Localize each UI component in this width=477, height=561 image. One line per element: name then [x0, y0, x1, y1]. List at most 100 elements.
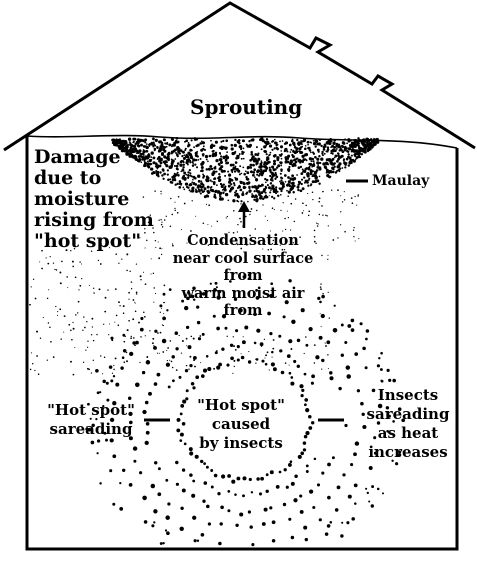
stipple-dot: [159, 304, 163, 308]
stipple-dot: [286, 157, 290, 160]
stipple-dot: [147, 165, 151, 169]
stipple-dot: [300, 394, 304, 398]
stipple-dot: [341, 150, 345, 154]
stipple-dot: [170, 163, 174, 167]
stipple-dot: [224, 158, 228, 162]
stipple-dot: [259, 164, 263, 169]
stipple-dot: [215, 286, 218, 289]
stipple-dot: [95, 417, 98, 421]
stipple-dot: [199, 142, 203, 145]
stipple-dot: [238, 153, 241, 156]
stipple-dot: [129, 146, 132, 150]
stipple-dot: [308, 157, 313, 161]
stipple-dot: [139, 275, 142, 278]
stipple-dot: [122, 349, 127, 353]
stipple-dot: [304, 168, 307, 171]
stipple-dot: [269, 174, 272, 178]
stipple-dot: [109, 469, 113, 473]
stipple-dot: [277, 164, 281, 168]
stipple-dot: [316, 166, 320, 169]
stipple-dot: [333, 145, 337, 149]
stipple-dot: [224, 155, 227, 158]
stipple-dot: [174, 183, 177, 186]
stipple-dot: [329, 376, 334, 381]
stipple-dot: [296, 157, 299, 160]
stipple-dot: [284, 147, 288, 152]
stipple-dot: [328, 141, 332, 146]
stipple-dot: [255, 358, 259, 361]
stipple-dot: [298, 183, 300, 186]
stipple-dot: [276, 156, 280, 160]
stipple-dot: [226, 151, 228, 153]
stipple-dot: [49, 326, 51, 329]
stipple-dot: [242, 275, 246, 279]
stipple-dot: [275, 192, 278, 195]
stipple-dot: [250, 491, 254, 494]
stipple-dot: [307, 214, 310, 217]
stipple-dot: [70, 360, 72, 363]
stipple-dot: [135, 340, 139, 345]
stipple-dot: [265, 489, 269, 493]
stipple-dot: [169, 359, 171, 361]
stipple-dot: [175, 347, 179, 351]
stipple-dot: [319, 161, 322, 165]
stipple-dot: [326, 340, 331, 345]
stipple-dot: [182, 161, 185, 164]
stipple-dot: [84, 326, 86, 329]
stipple-dot: [188, 189, 191, 192]
stipple-dot: [297, 454, 302, 459]
stipple-dot: [315, 242, 317, 245]
stipple-dot: [220, 169, 223, 172]
stipple-dot: [271, 350, 274, 354]
stipple-dot: [279, 187, 282, 191]
stipple-dot: [165, 160, 168, 162]
stipple-dot: [226, 215, 229, 218]
stipple-dot: [181, 422, 186, 426]
stipple-dot: [211, 153, 215, 158]
insects-spreading-label: Insects sareading as heat increases: [366, 386, 450, 461]
stipple-dot: [207, 522, 212, 526]
stipple-dot: [192, 286, 196, 291]
stipple-dot: [318, 213, 321, 216]
stipple-dot: [157, 492, 162, 497]
stipple-dot: [320, 144, 323, 148]
stipple-dot: [341, 201, 344, 203]
stipple-dot: [246, 244, 248, 246]
stipple-dot: [391, 459, 394, 462]
stipple-dot: [265, 153, 268, 156]
stipple-dot: [176, 171, 179, 174]
stipple-dot: [174, 331, 179, 335]
stipple-dot: [153, 143, 156, 146]
stipple-dot: [134, 301, 136, 303]
stipple-dot: [169, 225, 172, 228]
stipple-dot: [306, 140, 310, 144]
stipple-dot: [302, 139, 305, 143]
stipple-dot: [161, 307, 163, 310]
stipple-dot: [219, 146, 222, 150]
stipple-dot: [321, 150, 324, 154]
stipple-dot: [67, 287, 69, 289]
stipple-dot: [129, 270, 131, 273]
stipple-dot: [314, 139, 319, 144]
stipple-dot: [234, 165, 237, 168]
stipple-dot: [244, 325, 249, 330]
stipple-dot: [128, 420, 133, 425]
stipple-dot: [320, 288, 322, 290]
stipple-dot: [333, 304, 336, 307]
stipple-dot: [249, 213, 251, 216]
stipple-dot: [311, 157, 315, 161]
stipple-dot: [346, 521, 350, 525]
stipple-dot: [325, 214, 327, 217]
stipple-dot: [214, 189, 218, 193]
stipple-dot: [158, 159, 162, 163]
stipple-dot: [185, 325, 190, 330]
maulay-label: Maulay: [372, 173, 430, 189]
stipple-dot: [302, 202, 304, 205]
stipple-dot: [163, 149, 167, 153]
stipple-dot: [112, 141, 115, 144]
stipple-dot: [325, 168, 329, 172]
stipple-dot: [41, 249, 43, 252]
stipple-dot: [202, 145, 205, 148]
stipple-dot: [218, 163, 221, 167]
stipple-dot: [221, 314, 227, 319]
